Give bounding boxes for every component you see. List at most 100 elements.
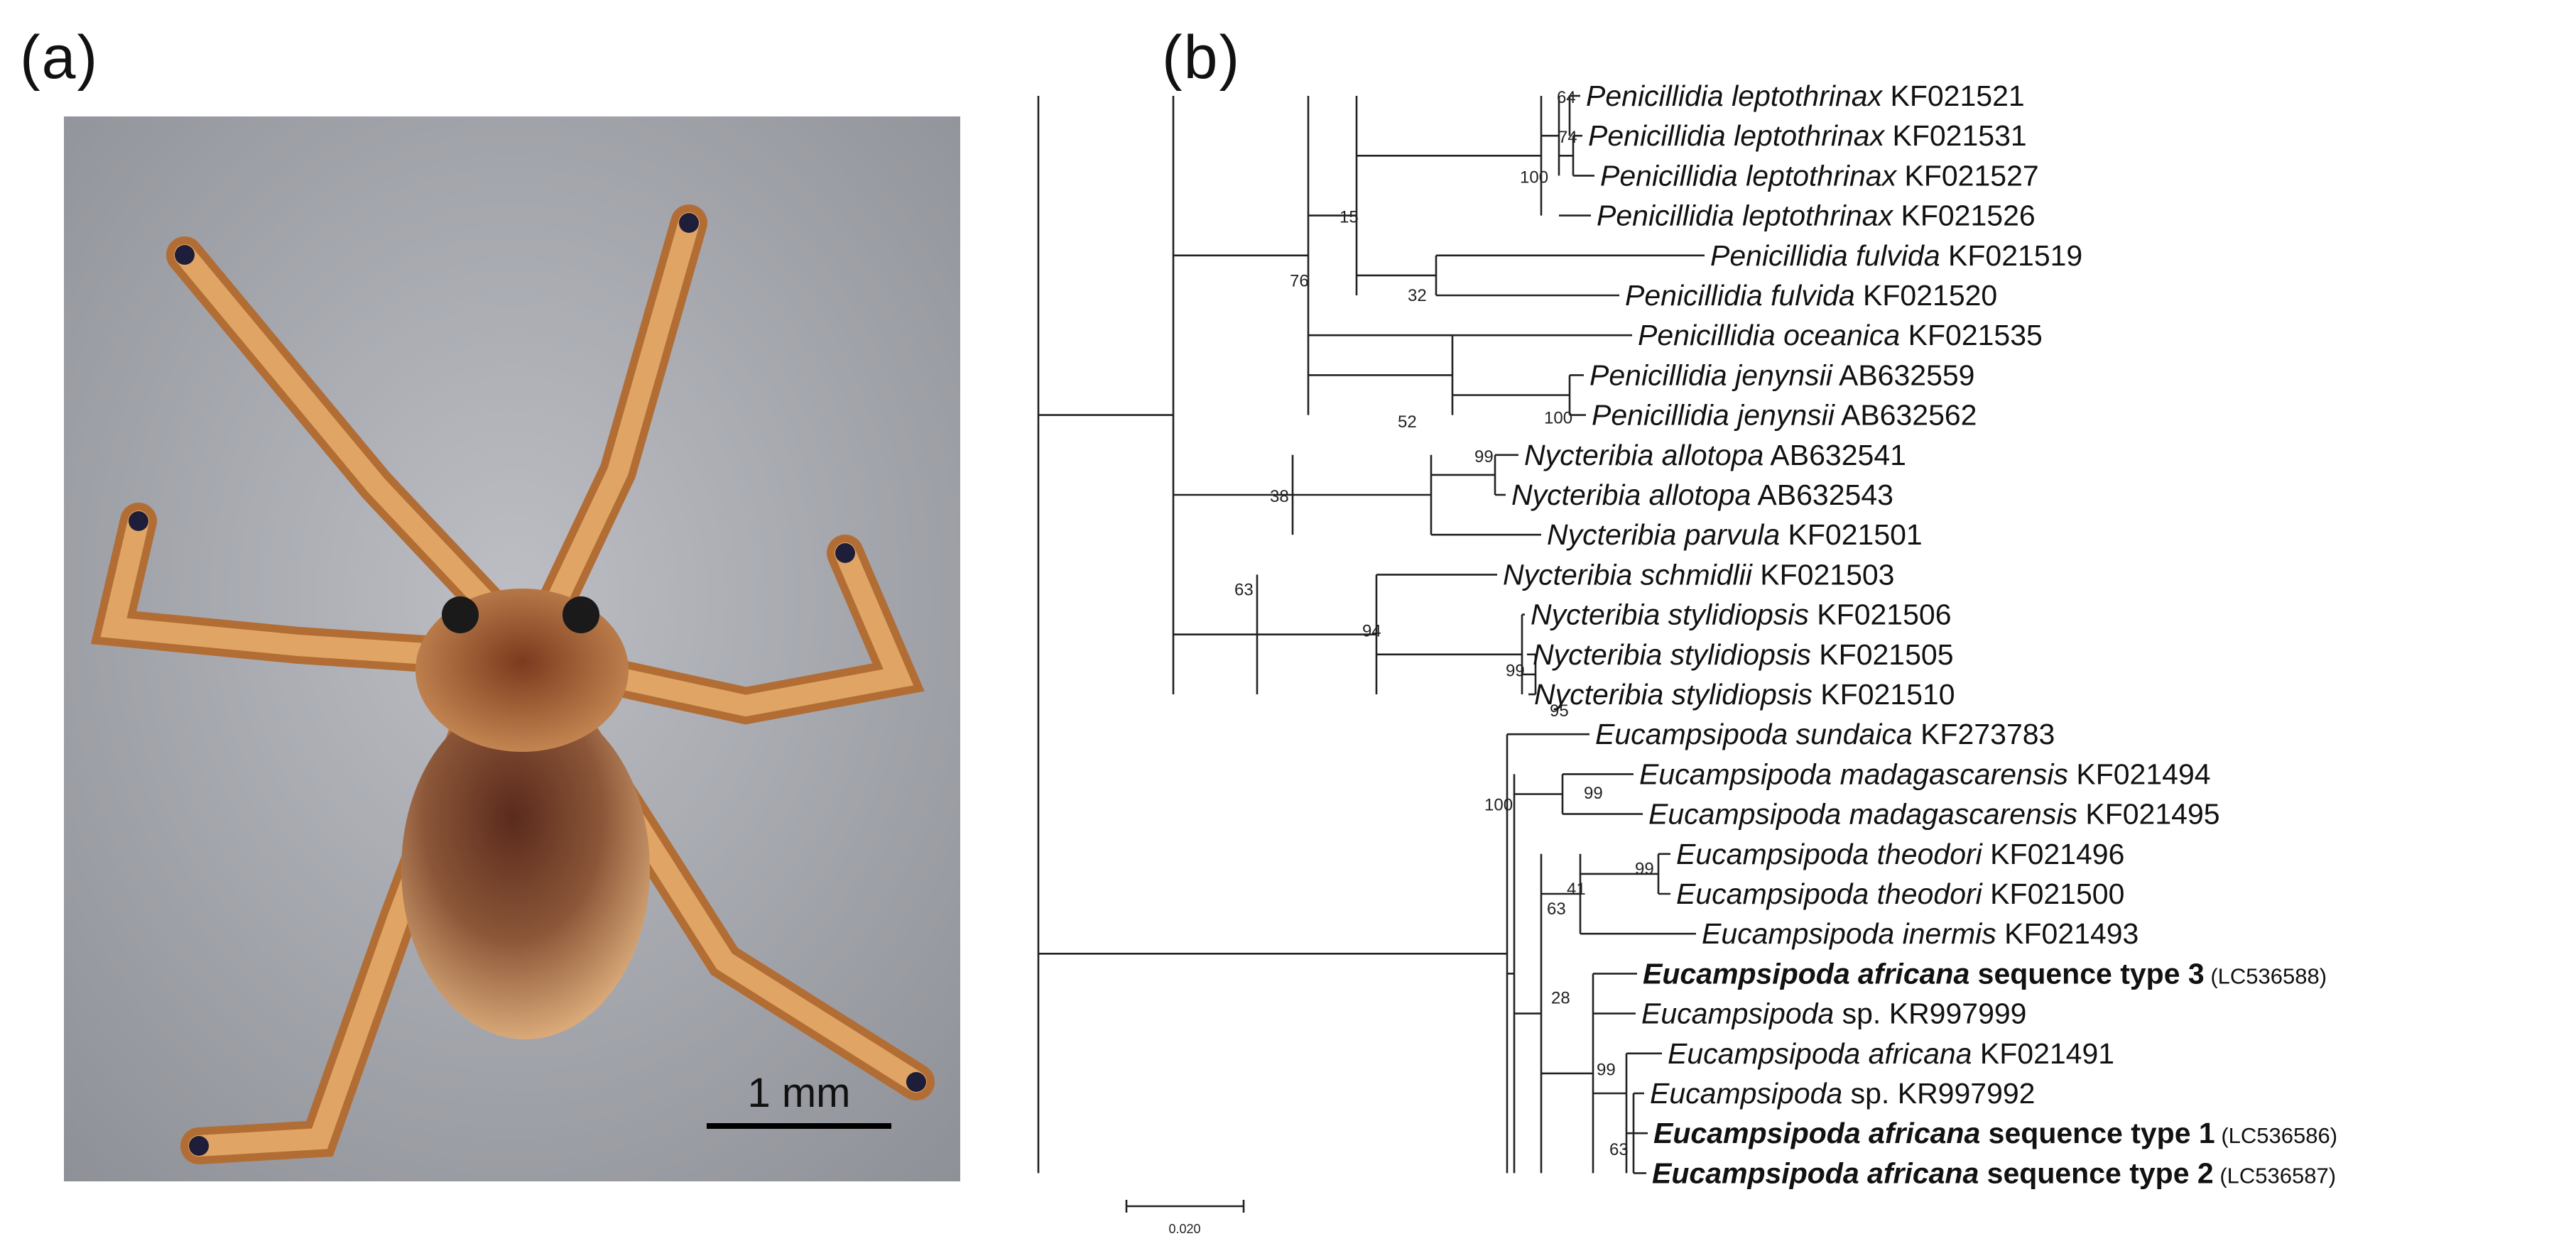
- tree-branches: [1037, 94, 1705, 1174]
- panel-a-label: (a): [20, 23, 99, 92]
- taxon-label: Penicillidia leptothrinax KF021526: [1597, 199, 2036, 232]
- taxon-accession: AB632541: [1763, 439, 1906, 471]
- taxon-accession: KF273783: [1913, 718, 2055, 750]
- taxon-label: Penicillidia fulvida KF021520: [1625, 279, 1997, 312]
- support-value: 41: [1567, 880, 1586, 899]
- taxon-label: Eucampsipoda madagascarensis KF021495: [1648, 798, 2220, 831]
- taxon-label: Nycteribia stylidiopsis KF021505: [1533, 638, 1954, 671]
- scale-bar-label: 1 mm: [748, 1070, 851, 1116]
- taxon-name: Eucampsipoda: [1641, 997, 1834, 1030]
- taxon-accession: KF021510: [1813, 678, 1955, 711]
- support-value: 38: [1270, 487, 1289, 506]
- taxon-accession: KF021535: [1900, 319, 2043, 351]
- taxon-label: Penicillidia fulvida KF021519: [1710, 239, 2082, 272]
- taxon-accession: KF021519: [1940, 239, 2083, 272]
- taxon-accession: (LC536587): [2214, 1163, 2336, 1188]
- taxon-label: Penicillidia leptothrinax KF021531: [1588, 119, 2027, 152]
- taxon-accession: KF021493: [1996, 917, 2139, 950]
- support-value: 99: [1506, 662, 1525, 681]
- taxon-label: Nycteribia schmidlii KF021503: [1503, 558, 1894, 591]
- panel-b-label: (b): [1162, 23, 1241, 92]
- support-value: 63: [1547, 900, 1566, 919]
- taxon-name: Eucampsipoda madagascarensis: [1639, 758, 2068, 790]
- taxon-label: Eucampsipoda sundaica KF273783: [1595, 718, 2055, 750]
- support-value: 64: [1557, 88, 1576, 107]
- support-value: 76: [1290, 272, 1309, 291]
- taxon-label: Eucampsipoda africana KF021491: [1668, 1037, 2114, 1070]
- support-value: 15: [1339, 208, 1359, 227]
- support-value: 32: [1408, 286, 1427, 305]
- taxon-name: Eucampsipoda africana: [1668, 1037, 1972, 1070]
- taxon-name: Penicillidia leptothrinax: [1600, 159, 1898, 192]
- support-value: 63: [1234, 580, 1254, 599]
- support-value: 52: [1398, 412, 1417, 432]
- taxon-label: Penicillidia jenynsii AB632562: [1592, 399, 1977, 432]
- taxon-accession: (LC536586): [2215, 1123, 2337, 1148]
- taxon-accession: KF021506: [1809, 598, 1952, 631]
- tree-scale-bar: 0.020: [1125, 1200, 1245, 1236]
- taxon-name: Eucampsipoda madagascarensis: [1648, 798, 2077, 831]
- taxon-accession: AB632559: [1832, 359, 1975, 391]
- taxon-label: Nycteribia allotopa AB632543: [1511, 479, 1893, 511]
- support-value: 28: [1551, 989, 1570, 1008]
- taxon-name: Penicillidia leptothrinax: [1586, 80, 1884, 112]
- taxon-name: Penicillidia leptothrinax: [1588, 119, 1886, 152]
- taxon-name: Eucampsipoda africana: [1652, 1157, 1979, 1189]
- support-value: 100: [1484, 796, 1513, 815]
- support-value: 63: [1609, 1140, 1629, 1159]
- support-value: 99: [1597, 1061, 1616, 1080]
- taxon-label: Eucampsipoda inermis KF021493: [1702, 917, 2138, 950]
- tree-scale-label: 0.020: [1168, 1222, 1200, 1236]
- taxon-accession: AB632562: [1835, 399, 1977, 432]
- taxon-labels: Penicillidia leptothrinax KF021521Penici…: [1503, 80, 2337, 1189]
- specimen-abdomen: [401, 699, 650, 1039]
- taxon-accession: KF021491: [1972, 1037, 2114, 1070]
- taxon-label: Nycteribia parvula KF021501: [1547, 518, 1923, 551]
- taxon-accession: KF021496: [1982, 838, 2125, 870]
- taxon-name: Nycteribia allotopa: [1511, 479, 1751, 511]
- taxon-suffix: sp.: [1834, 997, 1881, 1030]
- taxon-name: Penicillidia fulvida: [1625, 279, 1855, 312]
- taxon-label: Eucampsipoda theodori KF021500: [1676, 878, 2124, 910]
- taxon-accession: KR997999: [1881, 997, 2026, 1030]
- taxon-name: Penicillidia leptothrinax: [1597, 199, 1894, 232]
- support-value: 99: [1474, 447, 1494, 466]
- taxon-accession: KF021526: [1893, 199, 2036, 232]
- taxon-name: Penicillidia jenynsii: [1589, 359, 1834, 391]
- taxon-name: Penicillidia jenynsii: [1592, 399, 1836, 432]
- taxon-suffix: sp.: [1842, 1077, 1889, 1110]
- taxon-name: Penicillidia oceanica: [1638, 319, 1900, 351]
- taxon-name: Nycteribia stylidiopsis: [1533, 638, 1811, 671]
- taxon-name: Eucampsipoda africana: [1653, 1117, 1980, 1149]
- taxon-label: Eucampsipoda theodori KF021496: [1676, 838, 2124, 870]
- taxon-accession: KF021520: [1855, 279, 1998, 312]
- taxon-accession: KF021527: [1896, 159, 2039, 192]
- taxon-label: Nycteribia allotopa AB632541: [1524, 439, 1906, 471]
- taxon-accession: KF021495: [2077, 798, 2220, 831]
- taxon-label: Penicillidia jenynsii AB632559: [1589, 359, 1974, 391]
- specimen-eye-right: [563, 596, 599, 633]
- support-value: 74: [1558, 128, 1577, 147]
- taxon-name: Nycteribia stylidiopsis: [1531, 598, 1809, 631]
- taxon-accession: KF021500: [1982, 878, 2125, 910]
- taxon-label: Eucampsipoda sp. KR997992: [1650, 1077, 2036, 1110]
- specimen-claws: [129, 213, 926, 1156]
- taxon-name: Eucampsipoda: [1650, 1077, 1842, 1110]
- taxon-label: Eucampsipoda africana sequence type 1 (L…: [1653, 1117, 2337, 1149]
- support-value: 99: [1584, 784, 1603, 803]
- taxon-name: Nycteribia allotopa: [1524, 439, 1763, 471]
- taxon-accession: KF021503: [1752, 558, 1895, 591]
- taxon-label: Eucampsipoda sp. KR997999: [1641, 997, 2027, 1030]
- specimen-eye-left: [442, 596, 479, 633]
- taxon-label: Nycteribia stylidiopsis KF021506: [1531, 598, 1952, 631]
- support-value: 99: [1635, 860, 1654, 879]
- taxon-suffix: sequence type 1: [1980, 1117, 2214, 1149]
- specimen-photo: 1 mm: [64, 116, 960, 1181]
- taxon-label: Eucampsipoda africana sequence type 3 (L…: [1643, 957, 2327, 990]
- taxon-accession: KF021505: [1811, 638, 1954, 671]
- taxon-accession: KF021531: [1884, 119, 2027, 152]
- taxon-label: Penicillidia leptothrinax KF021527: [1600, 159, 2039, 192]
- taxon-accession: KF021494: [2068, 758, 2211, 790]
- scale-bar-line: [707, 1123, 891, 1129]
